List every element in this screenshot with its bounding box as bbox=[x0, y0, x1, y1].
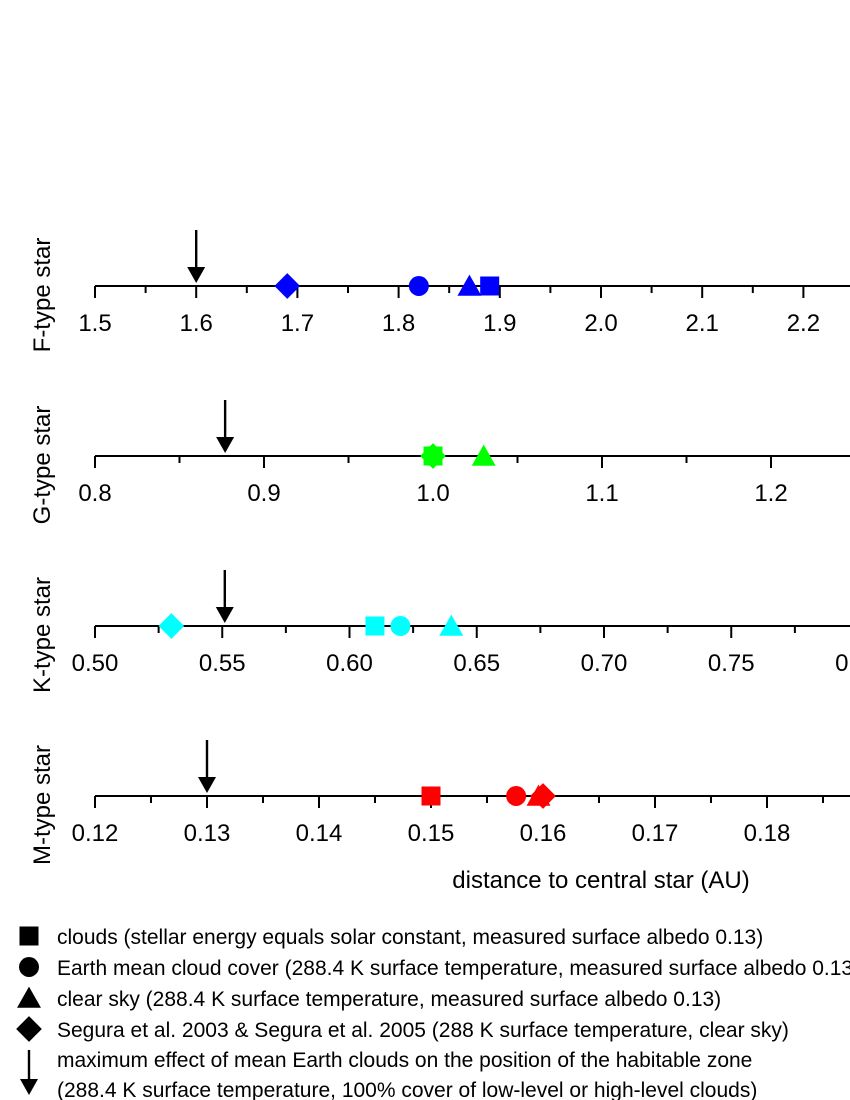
tick-label: 0.17 bbox=[632, 820, 679, 847]
legend-item-diamond: Segura et al. 2003 & Segura et al. 2005 … bbox=[16, 1016, 789, 1042]
tick-label: 1.8 bbox=[382, 310, 415, 337]
tick-label: 1.9 bbox=[483, 310, 516, 337]
panel-m-type-star: 0.12 0.13 0.14 0.15 0.16 0.17 0.18 M-type star bbox=[29, 740, 850, 865]
data-point-circle bbox=[506, 786, 527, 806]
legend-circle-icon bbox=[19, 957, 39, 977]
data-point-circle bbox=[408, 276, 429, 296]
tick-label: 2.1 bbox=[686, 310, 719, 337]
panel-k-type-star: 0.50 0.55 0.60 0.65 0.70 0.75 0.80 K-type star bbox=[29, 570, 850, 693]
panel-label: M-type star bbox=[29, 745, 56, 865]
tick-label: 0.70 bbox=[581, 650, 628, 677]
tick-label: 0.14 bbox=[296, 820, 343, 847]
data-point-triangle bbox=[471, 444, 496, 466]
tick-label: 0.55 bbox=[199, 650, 246, 677]
legend-item-triangle: clear sky (288.4 K surface temperature, … bbox=[17, 986, 721, 1011]
habitable-zone-arrow bbox=[187, 230, 206, 283]
tick-label: 2.2 bbox=[787, 310, 820, 337]
data-point-circle bbox=[390, 616, 411, 636]
data-point-diamond bbox=[420, 443, 446, 469]
panel-f-type-star: 1.5 1.6 1.7 1.8 1.9 2.0 2.1 2.2 F-type star bbox=[29, 230, 850, 352]
tick-label: 0.9 bbox=[247, 480, 280, 507]
tick-label: 0.15 bbox=[408, 820, 455, 847]
data-point-square bbox=[480, 276, 500, 296]
tick-label: 0.65 bbox=[453, 650, 500, 677]
legend-text: clouds (stellar energy equals solar cons… bbox=[57, 926, 763, 949]
tick-label: 1.1 bbox=[585, 480, 618, 507]
tick-label: 0.13 bbox=[184, 820, 231, 847]
data-point-square bbox=[421, 786, 441, 806]
tick-label: 1.0 bbox=[416, 480, 449, 507]
habitable-zone-arrow bbox=[216, 400, 235, 453]
legend-text-line2: (288.4 K surface temperature, 100% cover… bbox=[57, 1079, 757, 1100]
panel-g-type-star: 0.8 0.9 1.0 1.1 1.2 G-type star bbox=[29, 400, 850, 524]
tick-label: 0.18 bbox=[744, 820, 791, 847]
legend-text: Earth mean cloud cover (288.4 K surface … bbox=[57, 957, 850, 980]
panel-label: G-type star bbox=[29, 406, 56, 525]
legend-triangle-icon bbox=[17, 986, 41, 1008]
data-point-diamond bbox=[274, 273, 301, 299]
panel-label: F-type star bbox=[29, 238, 56, 353]
legend-item-arrow: maximum effect of mean Earth clouds on t… bbox=[20, 1049, 757, 1100]
tick-label: 1.7 bbox=[281, 310, 314, 337]
panel-label: K-type star bbox=[29, 577, 56, 693]
data-point-triangle bbox=[439, 614, 464, 636]
data-point-square bbox=[365, 616, 385, 636]
tick-label: 1.6 bbox=[180, 310, 213, 337]
legend-text: Segura et al. 2003 & Segura et al. 2005 … bbox=[57, 1019, 789, 1042]
habitable-zone-arrow bbox=[198, 740, 216, 793]
habitable-zone-arrow bbox=[215, 570, 234, 623]
legend-arrow-icon bbox=[20, 1050, 38, 1095]
tick-label: 1.5 bbox=[78, 310, 111, 337]
tick-label: 1.2 bbox=[754, 480, 787, 507]
data-point-diamond bbox=[530, 783, 556, 809]
tick-label: 0.75 bbox=[708, 650, 755, 677]
tick-label: 0.60 bbox=[326, 650, 373, 677]
data-point-triangle bbox=[457, 274, 482, 296]
tick-label: 0.80 bbox=[835, 650, 850, 677]
legend-square-icon bbox=[19, 926, 39, 946]
legend-item-circle: Earth mean cloud cover (288.4 K surface … bbox=[19, 957, 850, 980]
x-axis-title: distance to central star (AU) bbox=[452, 867, 749, 894]
legend-item-square: clouds (stellar energy equals solar cons… bbox=[19, 926, 763, 949]
legend-text: maximum effect of mean Earth clouds on t… bbox=[57, 1049, 752, 1072]
legend-text: clear sky (288.4 K surface temperature, … bbox=[57, 988, 721, 1011]
tick-label: 2.0 bbox=[584, 310, 617, 337]
tick-label: 0.12 bbox=[72, 820, 119, 847]
tick-label: 0.8 bbox=[78, 480, 111, 507]
legend-diamond-icon bbox=[16, 1016, 42, 1042]
tick-label: 0.16 bbox=[520, 820, 567, 847]
data-point-diamond bbox=[158, 613, 185, 639]
legend: clouds (stellar energy equals solar cons… bbox=[16, 926, 850, 1100]
tick-label: 0.50 bbox=[72, 650, 119, 677]
